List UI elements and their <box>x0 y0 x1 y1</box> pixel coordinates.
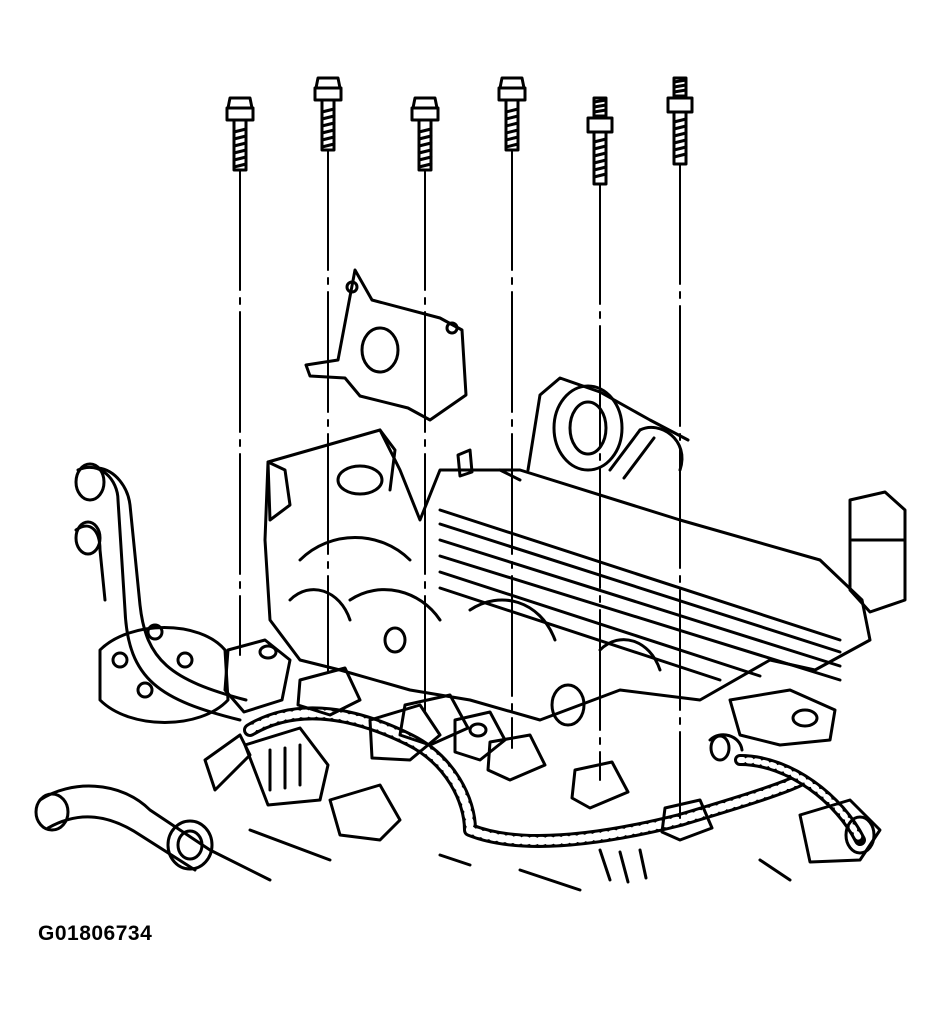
intake-manifold <box>263 428 872 722</box>
sensor-connectors <box>243 703 882 864</box>
bolt-2 <box>313 76 343 673</box>
wiring-harness <box>243 706 866 848</box>
block-edge-lines <box>248 828 792 892</box>
bolt-set <box>225 76 694 819</box>
heater-hose <box>74 462 248 722</box>
bolt-1 <box>225 96 255 656</box>
coolant-housing <box>98 623 230 724</box>
coil-pack <box>728 490 907 747</box>
figure-id-label: G01806734 <box>38 922 153 945</box>
bolt-4 <box>497 76 527 749</box>
radiator-hose <box>34 733 272 882</box>
bolt-bosses <box>223 626 714 842</box>
stud-6 <box>666 76 694 819</box>
throttle-body <box>526 376 690 480</box>
stud-5 <box>586 96 614 781</box>
bolt-3 <box>410 96 440 713</box>
mounting-bracket <box>304 268 468 422</box>
